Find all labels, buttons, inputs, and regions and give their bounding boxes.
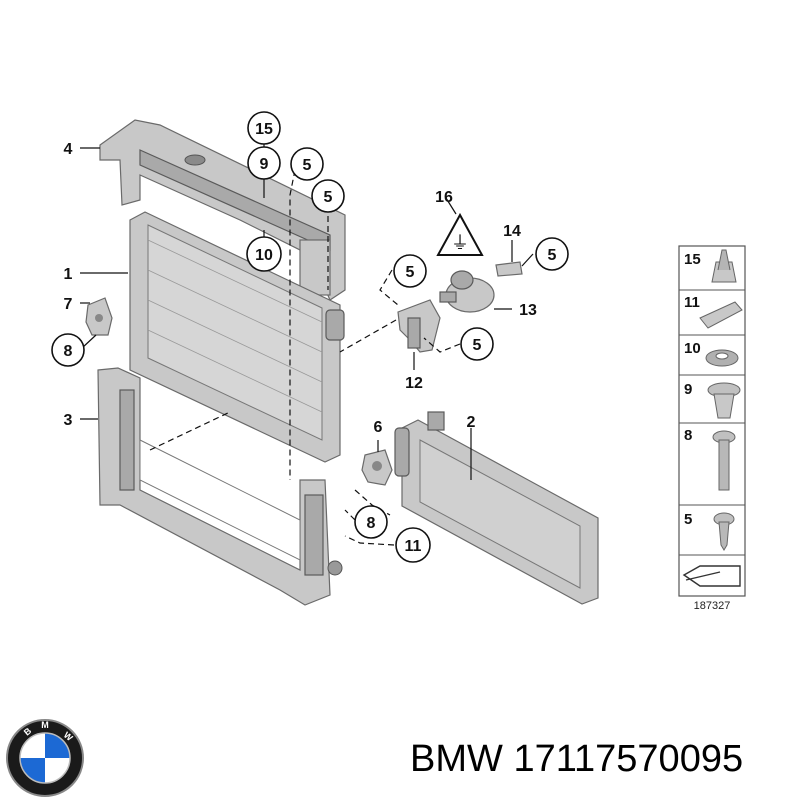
svg-text:5: 5	[324, 189, 333, 206]
legend-item-9: 9	[684, 381, 692, 398]
upper-cross-member	[99, 119, 346, 301]
callout-10: 10	[246, 236, 282, 272]
svg-text:12: 12	[405, 375, 423, 392]
holder-7	[85, 297, 113, 336]
legend-item-10: 10	[684, 340, 701, 357]
callout-5b: 5	[311, 179, 345, 213]
svg-text:13: 13	[519, 302, 537, 319]
diagram-reference-number: 187327	[694, 600, 731, 612]
svg-text:11: 11	[405, 538, 422, 555]
callout-12: 12	[405, 375, 423, 392]
svg-text:2: 2	[467, 414, 476, 431]
svg-text:15: 15	[255, 121, 273, 138]
callout-5c: 5	[535, 237, 569, 271]
svg-text:6: 6	[374, 419, 383, 436]
leader-lines	[80, 140, 534, 546]
svg-text:4: 4	[64, 141, 73, 158]
svg-text:3: 3	[64, 412, 73, 429]
callout-3: 3	[64, 412, 73, 429]
callout-7: 7	[64, 296, 73, 313]
callout-6: 6	[374, 419, 383, 436]
callout-11: 11	[395, 527, 431, 563]
svg-text:1: 1	[64, 266, 73, 283]
callout-2: 2	[467, 414, 476, 431]
electric-pump	[439, 270, 495, 313]
caption-brand: BMW	[410, 738, 503, 780]
callout-1: 1	[64, 266, 73, 283]
callout-16: 16	[435, 189, 453, 206]
callout-8a: 8	[51, 333, 85, 367]
svg-text:⏚: ⏚	[451, 233, 469, 254]
callout-15: 15	[247, 111, 281, 145]
svg-text:9: 9	[260, 156, 269, 173]
auxiliary-radiator	[394, 411, 599, 605]
svg-text:B: B	[22, 725, 34, 737]
callout-14: 14	[503, 223, 521, 240]
svg-text:7: 7	[64, 296, 73, 313]
caption-part-number: 17117570095	[513, 738, 744, 780]
hardware-legend: 15 11 10 9 8 5 187327	[678, 245, 746, 612]
svg-text:16: 16	[435, 189, 453, 206]
svg-text:5: 5	[473, 337, 482, 354]
radiator-frame	[97, 367, 343, 606]
callout-13: 13	[519, 302, 537, 319]
warning-triangle: ⏚	[436, 212, 484, 256]
legend-item-11: 11	[684, 294, 700, 311]
mount-bracket	[397, 299, 441, 353]
callout-4: 4	[64, 141, 73, 158]
callout-5e: 5	[460, 327, 494, 361]
svg-text:8: 8	[64, 343, 73, 360]
svg-text:10: 10	[255, 247, 273, 264]
svg-text:5: 5	[548, 247, 557, 264]
callout-5d: 5	[393, 254, 427, 288]
svg-text:5: 5	[303, 157, 312, 174]
svg-text:5: 5	[406, 264, 415, 281]
bracket-6	[361, 449, 393, 486]
connector-14	[495, 261, 523, 277]
svg-text:14: 14	[503, 223, 521, 240]
legend-item-15: 15	[684, 251, 701, 268]
bmw-logo: B M W	[6, 719, 84, 797]
callout-8b: 8	[354, 505, 388, 539]
radiator	[129, 211, 345, 463]
legend-item-5: 5	[684, 511, 692, 528]
part-number-caption: BMW 17117570095	[410, 738, 743, 781]
callout-9: 9	[247, 146, 281, 180]
svg-text:M: M	[41, 720, 49, 730]
legend-item-8: 8	[684, 427, 692, 444]
callout-5a: 5	[290, 147, 324, 181]
svg-text:8: 8	[367, 515, 376, 532]
